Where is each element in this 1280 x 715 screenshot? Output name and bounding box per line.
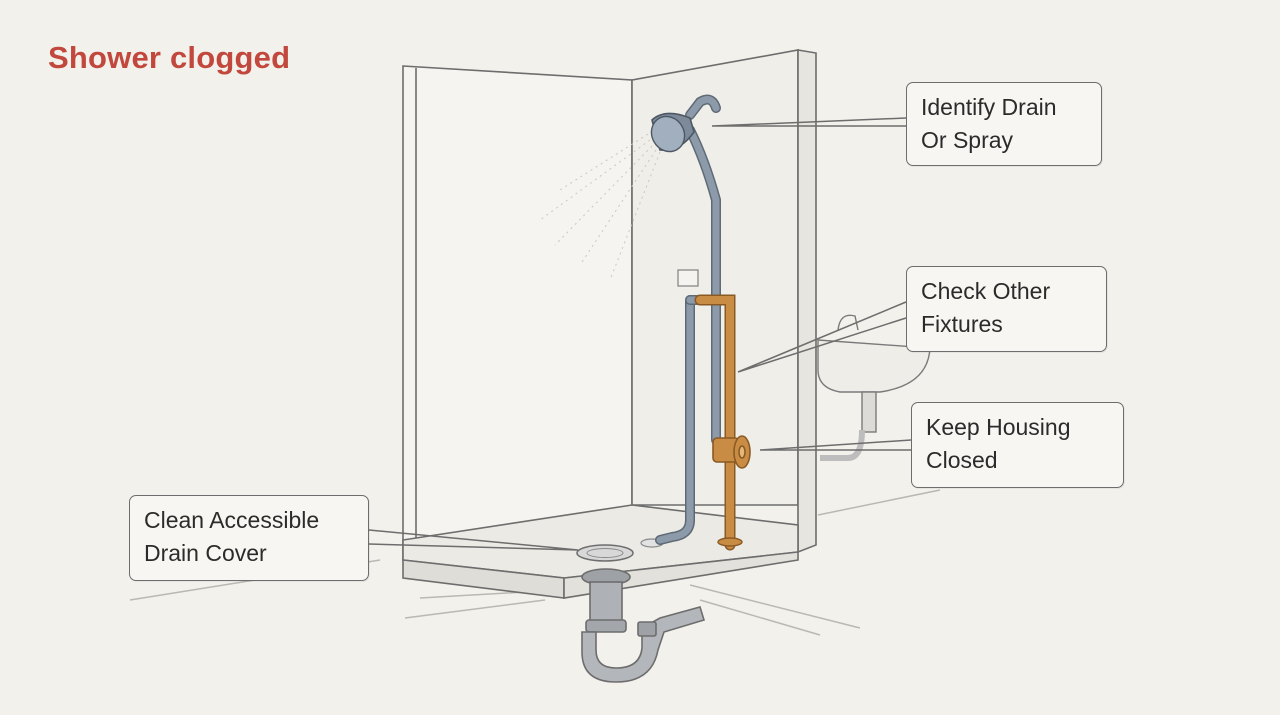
valve-housing <box>712 435 751 469</box>
sink-fixture <box>817 314 931 461</box>
leader-identify <box>711 117 907 127</box>
callout-identify-drain: Identify Drain Or Spray <box>906 82 1102 166</box>
shower-head <box>650 112 695 153</box>
water-spray <box>539 133 661 281</box>
callout-leaders <box>368 117 912 551</box>
drain-trap <box>581 568 706 683</box>
page-title: Shower clogged <box>48 40 291 75</box>
drain-cover <box>576 544 634 562</box>
soap-holder <box>677 269 699 287</box>
callout-text-line: Clean Accessible <box>144 507 320 533</box>
callout-text-line: Identify Drain <box>921 94 1057 120</box>
callout-check-fixtures: Check Other Fixtures <box>906 266 1107 352</box>
callout-clean-drain-cover: Clean Accessible Drain Cover <box>129 495 369 581</box>
callout-text-line: Keep Housing <box>926 414 1071 440</box>
callout-text-line: Or Spray <box>921 127 1014 153</box>
callout-text-line: Fixtures <box>921 311 1003 337</box>
leader-clean <box>368 529 579 551</box>
leader-check <box>737 301 907 373</box>
brass-supply-pipe <box>694 294 743 551</box>
callout-text-line: Check Other <box>921 278 1051 304</box>
callout-text-line: Closed <box>926 447 998 473</box>
leader-keep <box>759 439 912 451</box>
callout-keep-housing: Keep Housing Closed <box>911 402 1124 488</box>
callout-text-line: Drain Cover <box>144 540 267 566</box>
